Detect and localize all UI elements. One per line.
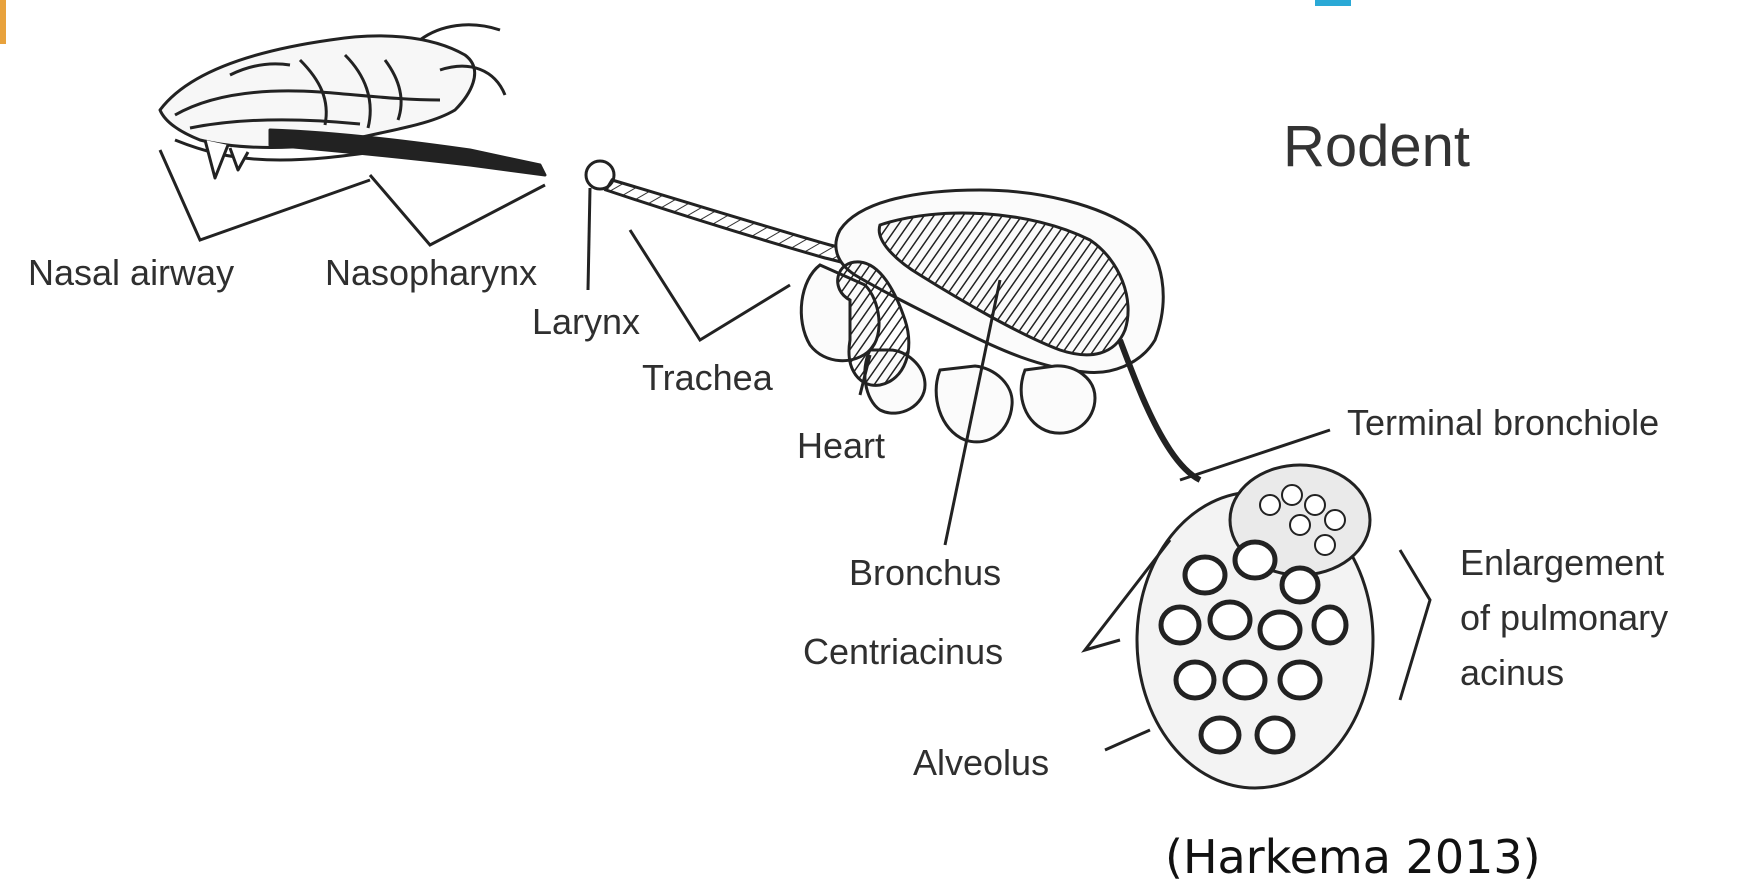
label-bronchus: Bronchus [849, 555, 1001, 591]
label-enlargement-line1: Enlargement [1460, 545, 1664, 581]
label-trachea: Trachea [642, 360, 773, 396]
rodent-head [160, 25, 545, 178]
label-centriacinus: Centriacinus [803, 634, 1003, 670]
label-nasopharynx: Nasopharynx [325, 255, 537, 291]
label-larynx: Larynx [532, 304, 640, 340]
label-heart: Heart [797, 428, 885, 464]
citation-caption: (Harkema 2013) [1165, 834, 1541, 880]
diagram-title: Rodent [1283, 118, 1470, 176]
label-enlargement-line2: of pulmonary [1460, 600, 1668, 636]
label-enlargement-line3: acinus [1460, 655, 1564, 691]
label-alveolus: Alveolus [913, 745, 1049, 781]
alveolar-cluster [1137, 465, 1373, 788]
label-terminal-bronchiole: Terminal bronchiole [1347, 405, 1659, 441]
label-nasal-airway: Nasal airway [28, 255, 234, 291]
